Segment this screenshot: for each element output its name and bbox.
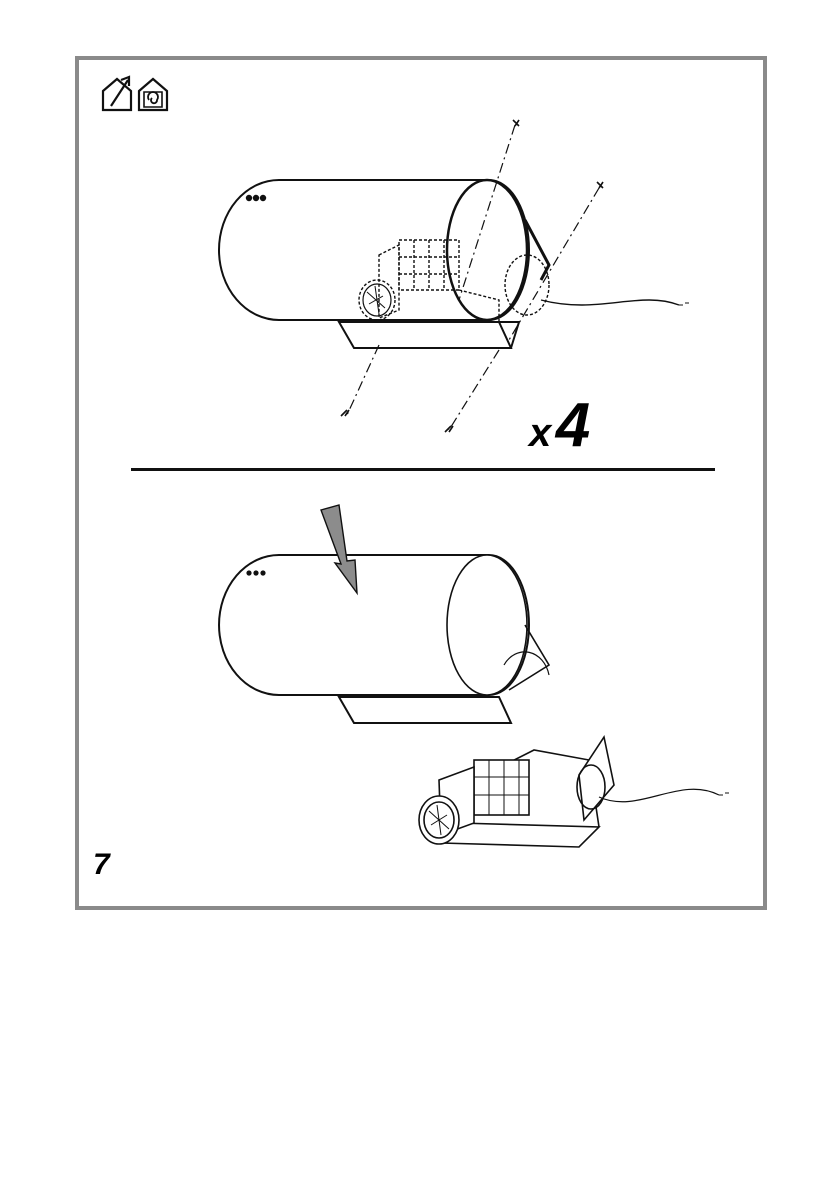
motor-base [339, 322, 511, 348]
hood-screws-illustration [79, 60, 763, 460]
motor-assembly [419, 737, 729, 847]
quantity-label: x 4 [529, 390, 590, 461]
quantity-prefix: x [529, 411, 551, 455]
section-divider [131, 468, 715, 471]
power-cable [541, 300, 679, 305]
step-number: 7 [93, 848, 110, 882]
motor-removal-illustration [79, 475, 763, 905]
quantity-count: 4 [556, 391, 590, 460]
instruction-panel: x 4 [75, 56, 767, 910]
